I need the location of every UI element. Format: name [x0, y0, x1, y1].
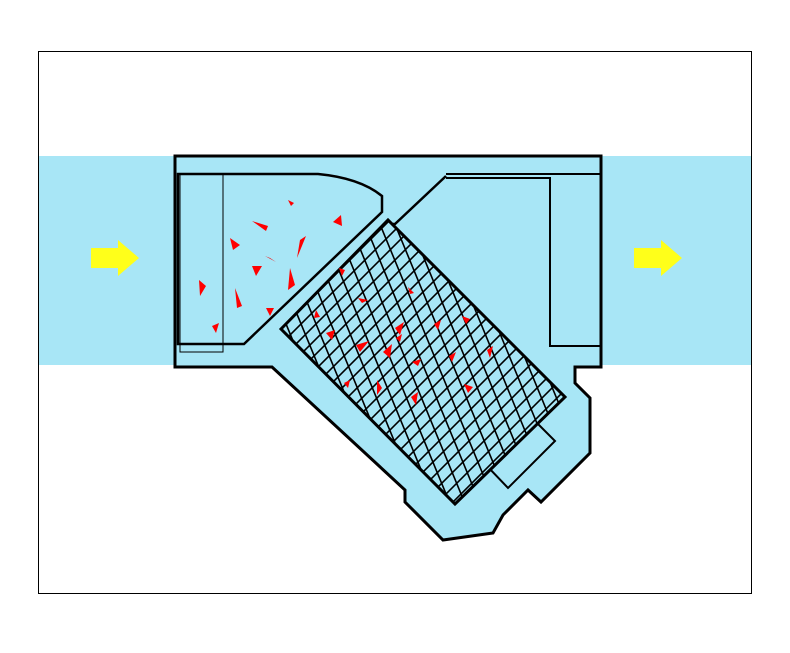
debris-particle — [333, 215, 342, 226]
debris-particle — [266, 308, 274, 316]
mesh-wire — [0, 200, 5, 540]
debris-particle — [212, 323, 219, 333]
mesh-wire — [0, 200, 35, 540]
strainer-screen-outline — [278, 217, 568, 507]
debris-particle — [434, 320, 441, 330]
debris-particle — [199, 280, 206, 296]
debris-particle — [356, 341, 369, 352]
outlet-arrow-icon — [634, 240, 682, 276]
debris-particle — [288, 268, 295, 290]
debris-particle — [377, 380, 382, 395]
mesh-wire — [760, 200, 790, 540]
debris-particle — [396, 334, 402, 342]
mesh-wire — [0, 200, 15, 540]
mesh-wire — [775, 200, 790, 540]
debris-particle — [411, 392, 418, 405]
debris-particle — [462, 316, 470, 324]
mesh-wire — [399, 220, 565, 504]
debris-particle — [235, 288, 242, 308]
debris-particle — [464, 384, 473, 393]
debris-particle — [487, 346, 493, 358]
mesh-wire — [281, 220, 441, 504]
debris-particle — [408, 287, 414, 294]
inlet-chamber — [176, 172, 384, 346]
debris-particle — [265, 256, 276, 262]
debris-particle — [339, 268, 345, 276]
mesh-wire — [0, 200, 20, 540]
debris-particle — [297, 236, 306, 258]
mesh-wire — [414, 220, 565, 504]
debris-particle — [230, 238, 240, 250]
mesh-wire — [775, 200, 790, 540]
mesh-wire — [281, 220, 426, 504]
debris-particle — [383, 344, 392, 358]
debris-particle — [412, 359, 421, 366]
debris-particle — [288, 200, 294, 206]
debris-particle — [252, 266, 262, 276]
mesh-wire — [760, 200, 790, 540]
debris-particle — [358, 298, 368, 303]
mesh-wire — [0, 200, 30, 540]
inlet-seat — [179, 173, 224, 353]
strainer-screen-fill — [281, 220, 565, 504]
inlet-arrow-icon — [91, 240, 139, 276]
debris-particle — [449, 352, 456, 362]
debris-particle — [252, 221, 268, 231]
debris-particle — [395, 322, 404, 335]
debris-particle — [326, 330, 335, 340]
debris-particles — [199, 200, 493, 405]
outlet-chamber — [446, 173, 602, 347]
debris-particle — [344, 380, 350, 388]
debris-particle — [314, 310, 320, 318]
